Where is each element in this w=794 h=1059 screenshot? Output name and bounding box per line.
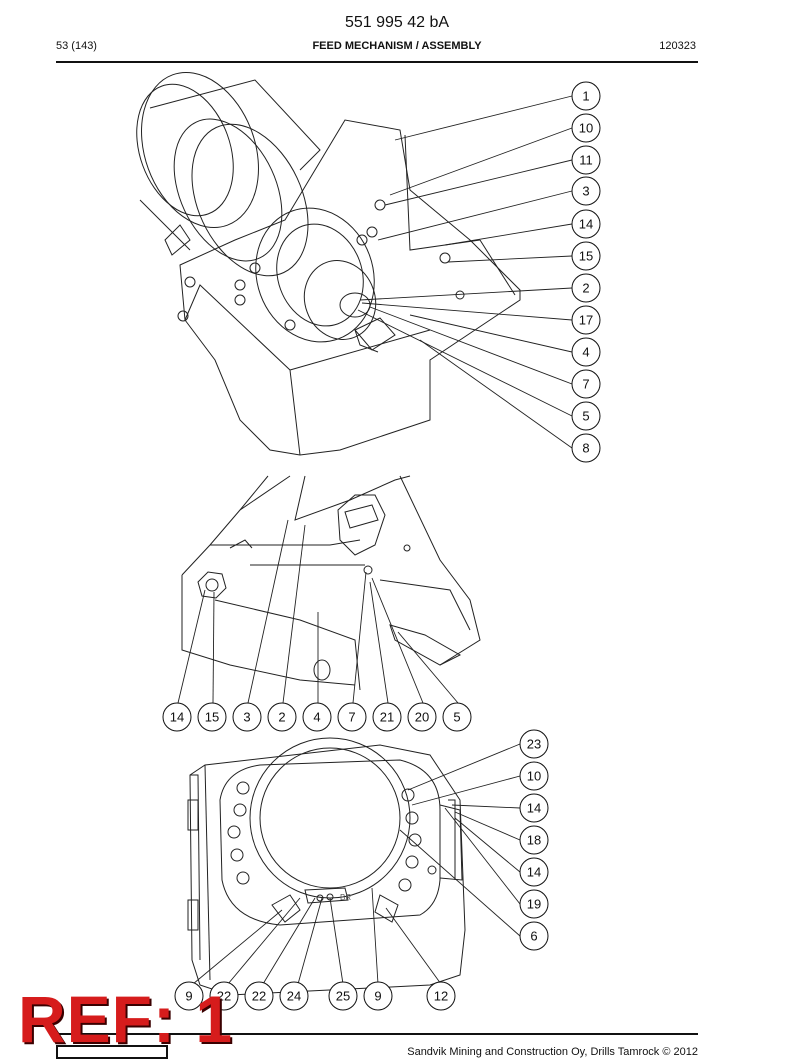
callout-10: 10 bbox=[571, 113, 601, 143]
callout-label: 21 bbox=[380, 710, 394, 725]
middle-view-leaders bbox=[177, 519, 459, 704]
footer-copyright: Sandvik Mining and Construction Oy, Dril… bbox=[407, 1046, 698, 1058]
callout-7: 7 bbox=[571, 369, 601, 399]
callout-label: 5 bbox=[582, 409, 589, 424]
page-number: 53 (143) bbox=[56, 40, 97, 52]
callout-label: 2 bbox=[582, 281, 589, 296]
callout-19: 19 bbox=[519, 889, 549, 919]
top-view-drawing bbox=[136, 72, 521, 456]
page-title: FEED MECHANISM / ASSEMBLY bbox=[312, 40, 482, 52]
callout-label: 25 bbox=[336, 989, 350, 1004]
top-view-callouts: 1 10 11 3 14 15 2 17 4 7 5 8 bbox=[571, 81, 601, 463]
callout-label: 14 bbox=[170, 710, 184, 725]
callout-9: 9 bbox=[363, 981, 393, 1011]
callout-14: 14 bbox=[519, 793, 549, 823]
ref-watermark: REF: 1 bbox=[18, 982, 234, 1056]
callout-4: 4 bbox=[302, 702, 332, 732]
callout-label: 22 bbox=[217, 989, 231, 1004]
callout-label: 9 bbox=[185, 989, 192, 1004]
bottom-view-right-callouts: 23 10 14 18 14 19 6 bbox=[519, 729, 549, 951]
callout-label: 1 bbox=[582, 89, 589, 104]
callout-6: 6 bbox=[519, 921, 549, 951]
callout-17: 17 bbox=[571, 305, 601, 335]
callout-14: 14 bbox=[162, 702, 192, 732]
document-number: 551 995 42 bA bbox=[344, 14, 450, 31]
callout-11: 11 bbox=[571, 145, 601, 175]
callout-21: 21 bbox=[372, 702, 402, 732]
callout-label: 3 bbox=[243, 710, 250, 725]
callout-5: 5 bbox=[442, 702, 472, 732]
callout-1: 1 bbox=[571, 81, 601, 111]
callout-25: 25 bbox=[328, 981, 358, 1011]
callout-15: 15 bbox=[197, 702, 227, 732]
callout-label: 10 bbox=[527, 769, 541, 784]
callout-20: 20 bbox=[407, 702, 437, 732]
bottom-view-drawing bbox=[187, 737, 466, 996]
callout-label: 14 bbox=[527, 801, 541, 816]
callout-2: 2 bbox=[267, 702, 297, 732]
callout-18: 18 bbox=[519, 825, 549, 855]
footer-divider bbox=[56, 1033, 698, 1035]
document-date: 120323 bbox=[659, 40, 696, 52]
callout-label: 22 bbox=[252, 989, 266, 1004]
top-view-leaders bbox=[357, 95, 573, 449]
callout-label: 3 bbox=[582, 184, 589, 199]
callout-22: 22 bbox=[244, 981, 274, 1011]
callout-5: 5 bbox=[571, 401, 601, 431]
bottom-view-bottom-callouts: 9 22 22 24 25 9 12 bbox=[174, 981, 456, 1011]
middle-view-drawing bbox=[181, 475, 481, 691]
callout-label: 4 bbox=[582, 345, 589, 360]
callout-7: 7 bbox=[337, 702, 367, 732]
callout-8: 8 bbox=[571, 433, 601, 463]
callout-24: 24 bbox=[279, 981, 309, 1011]
callout-label: 4 bbox=[313, 710, 320, 725]
callout-14: 14 bbox=[519, 857, 549, 887]
callout-label: 11 bbox=[579, 153, 593, 168]
callout-3: 3 bbox=[571, 176, 601, 206]
callout-label: 19 bbox=[527, 897, 541, 912]
callout-label: 15 bbox=[205, 710, 219, 725]
callout-label: 14 bbox=[527, 865, 541, 880]
callout-15: 15 bbox=[571, 241, 601, 271]
part-marking: BR bbox=[340, 893, 351, 902]
callout-12: 12 bbox=[426, 981, 456, 1011]
callout-label: 6 bbox=[530, 929, 537, 944]
callout-9: 9 bbox=[174, 981, 204, 1011]
callout-label: 10 bbox=[579, 121, 593, 136]
callout-label: 17 bbox=[579, 313, 593, 328]
callout-label: 12 bbox=[434, 989, 448, 1004]
header-divider bbox=[56, 61, 698, 63]
callout-10: 10 bbox=[519, 761, 549, 791]
callout-23: 23 bbox=[519, 729, 549, 759]
callout-14: 14 bbox=[571, 209, 601, 239]
callout-4: 4 bbox=[571, 337, 601, 367]
callout-2: 2 bbox=[571, 273, 601, 303]
callout-label: 18 bbox=[527, 833, 541, 848]
callout-3: 3 bbox=[232, 702, 262, 732]
callout-label: 8 bbox=[582, 441, 589, 456]
callout-label: 2 bbox=[278, 710, 285, 725]
callout-label: 23 bbox=[527, 737, 541, 752]
callout-label: 9 bbox=[374, 989, 381, 1004]
callout-label: 20 bbox=[415, 710, 429, 725]
callout-label: 24 bbox=[287, 989, 301, 1004]
callout-22: 22 bbox=[209, 981, 239, 1011]
callout-label: 14 bbox=[579, 217, 593, 232]
callout-label: 7 bbox=[582, 377, 589, 392]
bottom-view-leaders bbox=[192, 743, 521, 985]
callout-label: 7 bbox=[348, 710, 355, 725]
callout-label: 5 bbox=[453, 710, 460, 725]
middle-view-callouts: 14 15 3 2 4 7 21 20 5 bbox=[162, 702, 472, 732]
callout-label: 15 bbox=[579, 249, 593, 264]
